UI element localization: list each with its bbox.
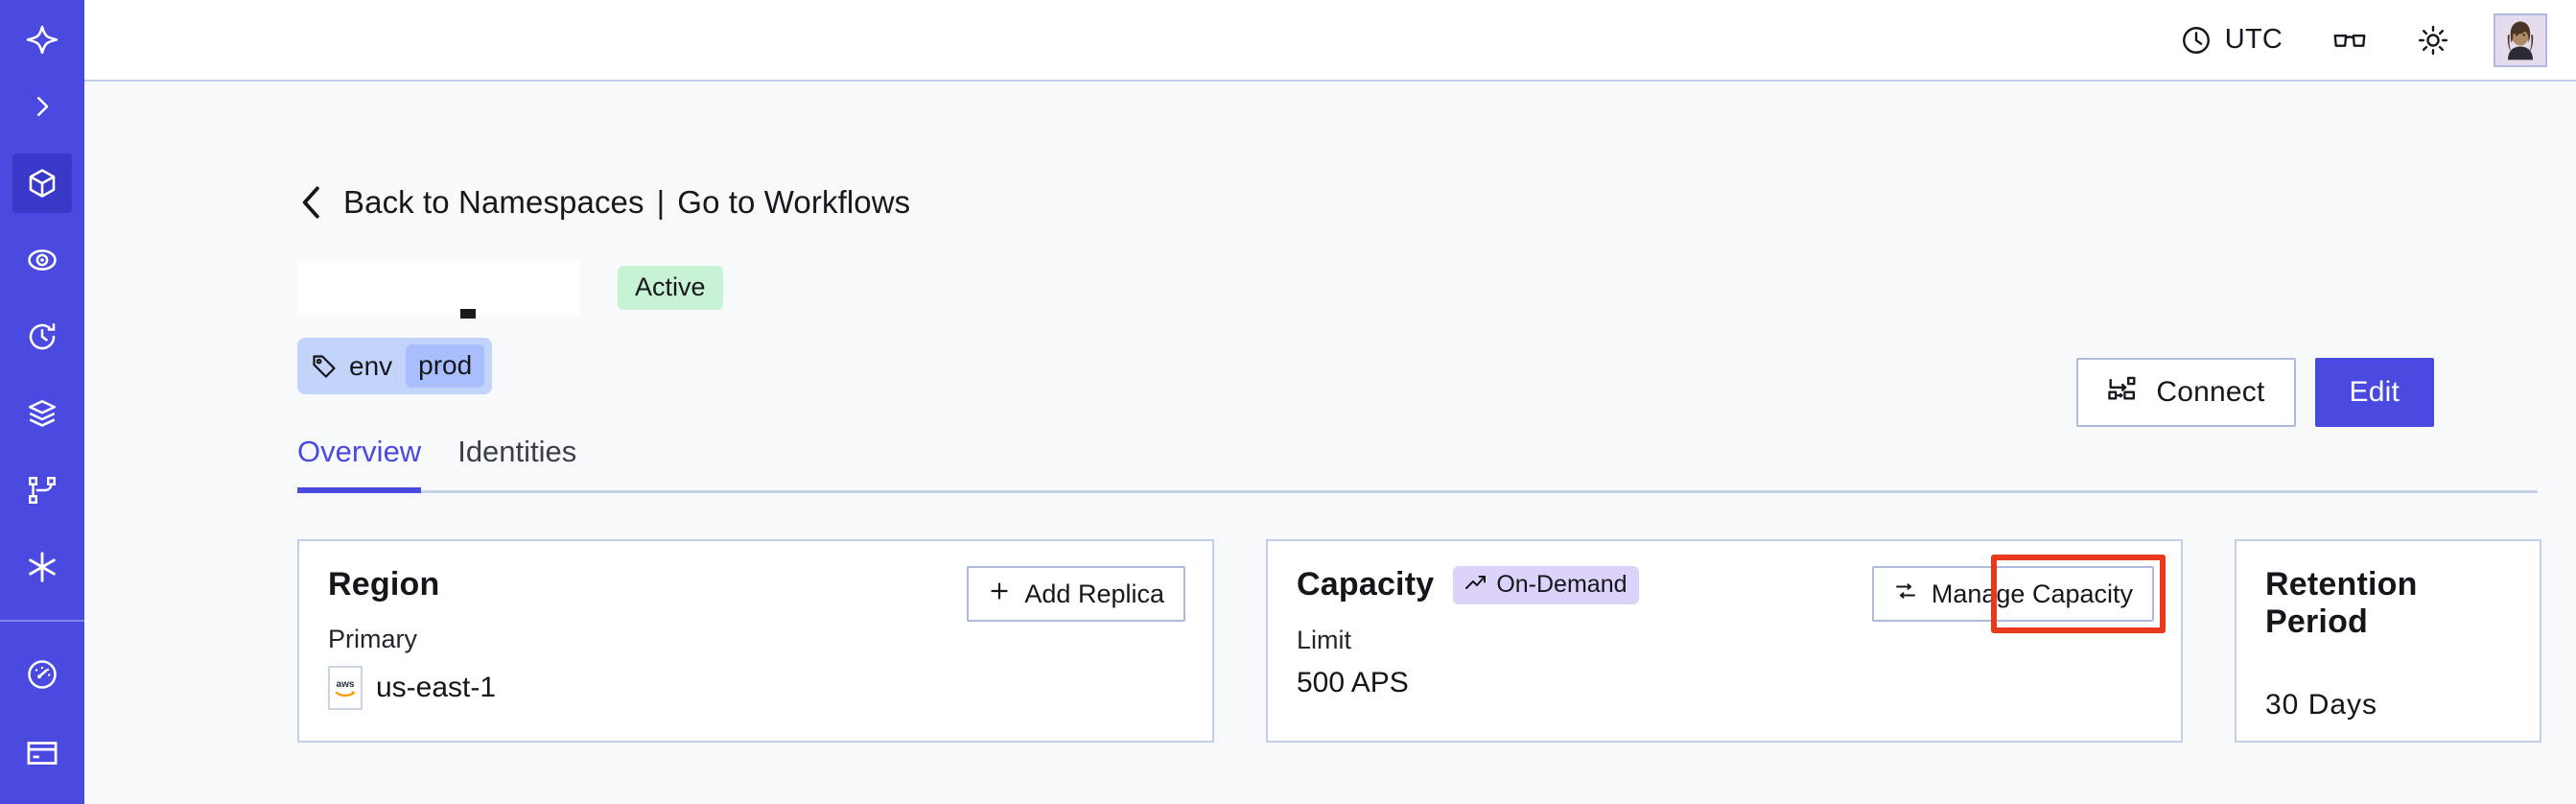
left-sidebar bbox=[0, 0, 84, 804]
capacity-card-title: Capacity bbox=[1297, 566, 1435, 603]
tab-identities-label: Identities bbox=[457, 435, 577, 468]
glasses-icon bbox=[2332, 26, 2367, 55]
sidebar-item-observability[interactable] bbox=[12, 230, 72, 290]
top-bar: UTC bbox=[84, 0, 2576, 82]
connect-icon bbox=[2107, 375, 2138, 410]
sidebar-item-namespaces[interactable] bbox=[12, 154, 72, 213]
eye-icon bbox=[25, 243, 59, 277]
billing-card-icon bbox=[25, 736, 59, 770]
avatar[interactable] bbox=[2494, 12, 2547, 67]
tab-overview[interactable]: Overview bbox=[297, 435, 422, 493]
add-replica-label: Add Replica bbox=[1024, 579, 1164, 608]
breadcrumb-separator: | bbox=[656, 184, 666, 220]
sidebar-item-usage[interactable] bbox=[12, 645, 72, 704]
sliders-icon bbox=[1893, 579, 1918, 609]
connect-button[interactable]: Connect bbox=[2076, 358, 2296, 427]
capacity-mode-badge: On-Demand bbox=[1453, 566, 1639, 604]
capacity-mode-label: On-Demand bbox=[1496, 571, 1628, 598]
back-to-namespaces-link[interactable]: Back to Namespaces bbox=[343, 184, 644, 220]
breadcrumb: Back to Namespaces | Go to Workflows bbox=[297, 184, 2576, 221]
edit-button[interactable]: Edit bbox=[2314, 358, 2434, 427]
retention-value: 30 Days bbox=[2265, 689, 2378, 721]
tag-key: env bbox=[349, 350, 393, 381]
workflow-graph-icon bbox=[26, 474, 59, 507]
go-to-workflows-link[interactable]: Go to Workflows bbox=[677, 184, 911, 220]
tag-chip-env[interactable]: env prod bbox=[297, 338, 493, 394]
retention-card-title: Retention Period bbox=[2265, 566, 2418, 640]
namespace-title-row: Active bbox=[297, 261, 2576, 319]
sidebar-item-nexus[interactable] bbox=[12, 537, 72, 597]
manage-capacity-label: Manage Capacity bbox=[1931, 579, 2133, 608]
region-card-header: Region bbox=[328, 566, 1183, 603]
region-card: Region Add Replica Primary bbox=[297, 539, 1214, 743]
sidebar-item-billing[interactable] bbox=[12, 723, 72, 783]
retention-card-header: Retention Period bbox=[2265, 566, 2511, 641]
chevron-left-icon[interactable] bbox=[297, 184, 326, 221]
plus-icon bbox=[988, 579, 1011, 609]
page-content: Back to Namespaces | Go to Workflows Act… bbox=[84, 82, 2576, 804]
sidebar-divider-1 bbox=[0, 620, 84, 622]
tab-bar: Overview Identities bbox=[297, 435, 2538, 493]
connect-label: Connect bbox=[2156, 376, 2265, 408]
sun-icon bbox=[2417, 24, 2449, 57]
asterisk-icon bbox=[24, 549, 60, 585]
tab-identities[interactable]: Identities bbox=[457, 435, 576, 490]
history-icon bbox=[25, 319, 59, 354]
edit-label: Edit bbox=[2349, 376, 2400, 408]
capacity-card-header: Capacity On-Demand bbox=[1297, 566, 2152, 604]
header-actions: Connect Edit bbox=[2076, 358, 2434, 427]
region-primary-value: us-east-1 bbox=[376, 672, 497, 703]
sidebar-item-workflows[interactable] bbox=[12, 461, 72, 520]
manage-capacity-button[interactable]: Manage Capacity bbox=[1871, 566, 2154, 622]
expand-chevron-icon[interactable] bbox=[12, 77, 72, 136]
retention-card: Retention Period 30 Days bbox=[2235, 539, 2541, 743]
tag-value: prod bbox=[406, 344, 485, 388]
tab-overview-label: Overview bbox=[297, 435, 422, 468]
timezone-label: UTC bbox=[2224, 24, 2283, 55]
logo-icon[interactable] bbox=[12, 12, 72, 71]
title-caret-mark bbox=[460, 309, 476, 319]
region-primary-label: Primary bbox=[328, 625, 417, 653]
tag-icon bbox=[311, 353, 338, 380]
timezone-selector[interactable]: UTC bbox=[2155, 12, 2307, 69]
layers-icon bbox=[25, 396, 59, 431]
status-badge: Active bbox=[618, 266, 723, 310]
region-card-title: Region bbox=[328, 566, 440, 603]
region-primary-value-row: aws us-east-1 bbox=[328, 666, 1183, 710]
overview-cards: Region Add Replica Primary bbox=[297, 539, 2576, 743]
sidebar-item-batch[interactable] bbox=[12, 384, 72, 443]
page-title bbox=[297, 261, 580, 315]
theme-toggle-button[interactable] bbox=[2392, 12, 2474, 69]
trend-up-icon bbox=[1464, 572, 1487, 599]
svg-text:aws: aws bbox=[337, 679, 355, 690]
namespace-tags: env prod bbox=[297, 338, 2576, 394]
capacity-limit-value: 500 APS bbox=[1297, 666, 1409, 698]
sidebar-item-schedules[interactable] bbox=[12, 307, 72, 367]
capacity-limit-label: Limit bbox=[1297, 625, 1352, 654]
aws-icon: aws bbox=[328, 666, 363, 710]
reading-mode-button[interactable] bbox=[2307, 12, 2392, 69]
clock-icon bbox=[2180, 24, 2213, 57]
capacity-card: Capacity On-Demand bbox=[1266, 539, 2183, 743]
gauge-icon bbox=[25, 657, 59, 692]
main-region: UTC bbox=[84, 0, 2576, 804]
add-replica-button[interactable]: Add Replica bbox=[967, 566, 1185, 622]
cube-icon bbox=[25, 166, 59, 201]
